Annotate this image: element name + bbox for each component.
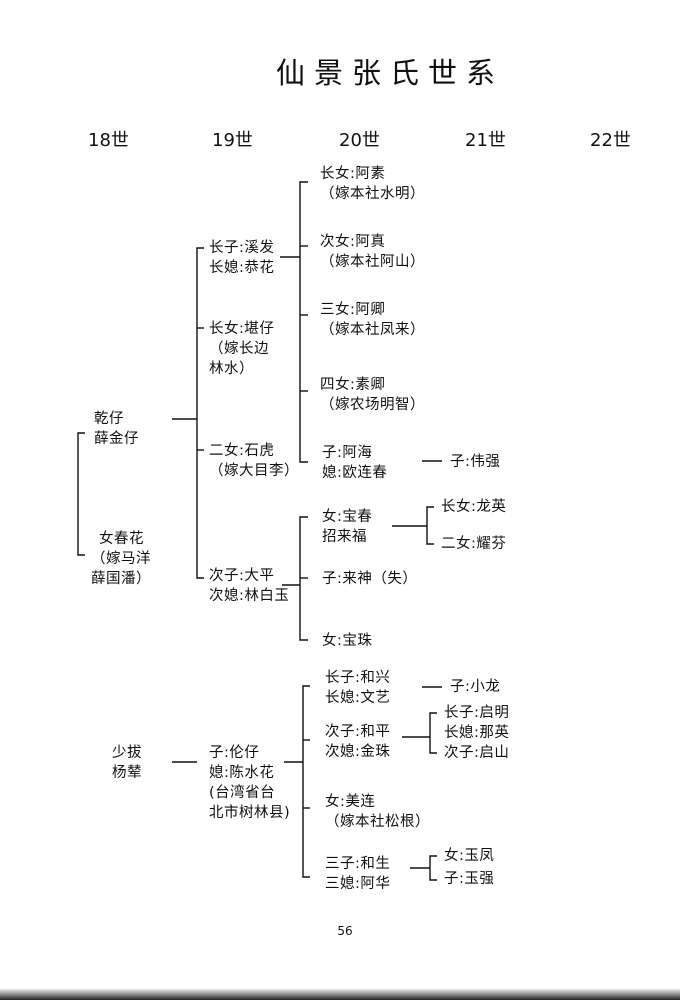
- person-g20-ahai: 子:阿海 媳:欧连春: [322, 445, 388, 481]
- person-g20-hesheng: 三子:和生 三媳:阿华: [325, 856, 391, 892]
- person-g21-yuqiang: 子:玉强: [444, 871, 495, 887]
- person-g20-suqing: 四女:素卿 （嫁农场明智）: [320, 377, 425, 413]
- person-g19-lunzai: 子:伦仔 媳:陈水花 (台湾省台 北市树林县): [209, 745, 291, 821]
- person-g21-qishan: 次子:启山: [444, 745, 510, 761]
- person-g20-aqing: 三女:阿卿 （嫁本社凤来）: [320, 302, 425, 338]
- person-g20-laishen: 子:来神（失）: [322, 571, 418, 587]
- person-g21-longying: 长女:龙英: [441, 499, 507, 515]
- person-g20-azhen: 次女:阿真 （嫁本社阿山）: [320, 234, 425, 270]
- generation-header-18: 18世: [88, 130, 129, 151]
- bracket-20-c: [302, 685, 310, 878]
- person-g19-kanzai: 长女:堪仔 （嫁长边 林水）: [209, 321, 275, 377]
- person-g18-shaoba: 少拔 杨辇: [112, 745, 142, 781]
- person-g21-yaofen: 二女:耀芬: [441, 536, 507, 552]
- page-title: 仙景张氏世系: [275, 56, 504, 90]
- person-g19-shihu: 二女:石虎 （嫁大目李）: [209, 443, 299, 479]
- generation-header-19: 19世: [212, 130, 253, 151]
- person-g21-xiaolong: 子:小龙: [450, 679, 501, 695]
- bracket-21-e: [429, 855, 437, 881]
- generation-header-20: 20世: [339, 130, 380, 151]
- person-g18-chunhua: 女春花 （嫁马洋 薛国潘）: [91, 531, 151, 587]
- bracket-21-d: [429, 712, 437, 754]
- generation-header-21: 21世: [465, 130, 506, 151]
- person-g20-baochun: 女:宝春 招来福: [322, 509, 373, 545]
- person-g21-yufeng: 女:玉凤: [444, 848, 495, 864]
- bracket-20-a: [299, 181, 308, 463]
- person-g20-heping: 次子:和平 次媳:金珠: [325, 724, 391, 760]
- scan-bottom-edge: [0, 988, 680, 1000]
- person-g20-hexing: 长子:和兴 长媳:文艺: [325, 670, 391, 706]
- bracket-21-b: [426, 506, 434, 545]
- person-g20-meilian: 女:美连 （嫁本社松根）: [325, 794, 430, 830]
- bracket-18-a: [77, 432, 85, 556]
- person-g21-qiming: 长子:启明: [444, 705, 510, 721]
- generation-header-22: 22世: [590, 130, 631, 151]
- person-g18-qianzai: 乾仔 薛金仔: [94, 411, 139, 447]
- person-g19-xifa: 长子:溪发 长媳:恭花: [209, 240, 275, 276]
- person-g21-weiqiang: 子:伟强: [450, 454, 501, 470]
- person-g21-naying: 长媳:那英: [444, 725, 510, 741]
- person-g20-baozhu: 女:宝珠: [322, 633, 373, 649]
- person-g19-daping: 次子:大平 次媳:林白玉: [209, 568, 290, 604]
- page-number: 56: [337, 924, 353, 938]
- bracket-19-a: [196, 247, 204, 579]
- person-g20-asu: 长女:阿素 （嫁本社水明）: [320, 166, 425, 202]
